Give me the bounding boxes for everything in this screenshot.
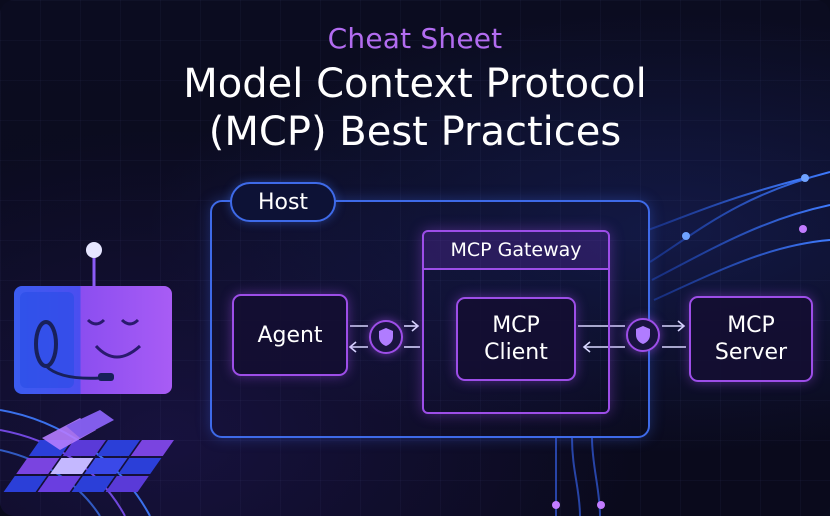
server-label-line-2: Server [714,340,788,365]
title-line-1: Model Context Protocol [183,61,647,107]
wire-node-dot [552,501,560,509]
bottom-wires [555,437,601,516]
subtitle: Cheat Sheet [327,22,503,55]
client-server-arrows [578,320,686,353]
server-label-line-1: MCP [727,313,775,338]
shield-glyph [379,328,393,346]
right-wires [647,171,830,301]
wire-node-dot [597,501,605,509]
agent-node: Agent [232,294,348,376]
client-label-line-1: MCP [492,313,540,338]
shield-icon [369,320,403,354]
agent-gateway-arrows [348,320,420,353]
agent-label: Agent [257,322,323,348]
wire-node-dot [799,225,807,233]
mcp-gateway-container: MCP Gateway [422,230,610,414]
robot-icon [14,242,172,394]
chevron-arrows-icon [42,410,114,450]
shield-glyph [636,326,650,344]
wire-node-dot [682,232,690,240]
title-line-2: (MCP) Best Practices [208,109,622,155]
client-label-line-2: Client [484,340,548,365]
host-label: Host [230,182,336,222]
wire-node-dot [801,174,809,182]
mcp-gateway-label: MCP Gateway [424,232,608,270]
floor-tiles-icon [3,440,174,492]
mcp-server-node: MCP Server [689,296,813,382]
page-title: Model Context Protocol (MCP) Best Practi… [0,60,830,156]
mcp-client-node: MCP Client [456,297,576,381]
shield-icon [626,318,660,352]
